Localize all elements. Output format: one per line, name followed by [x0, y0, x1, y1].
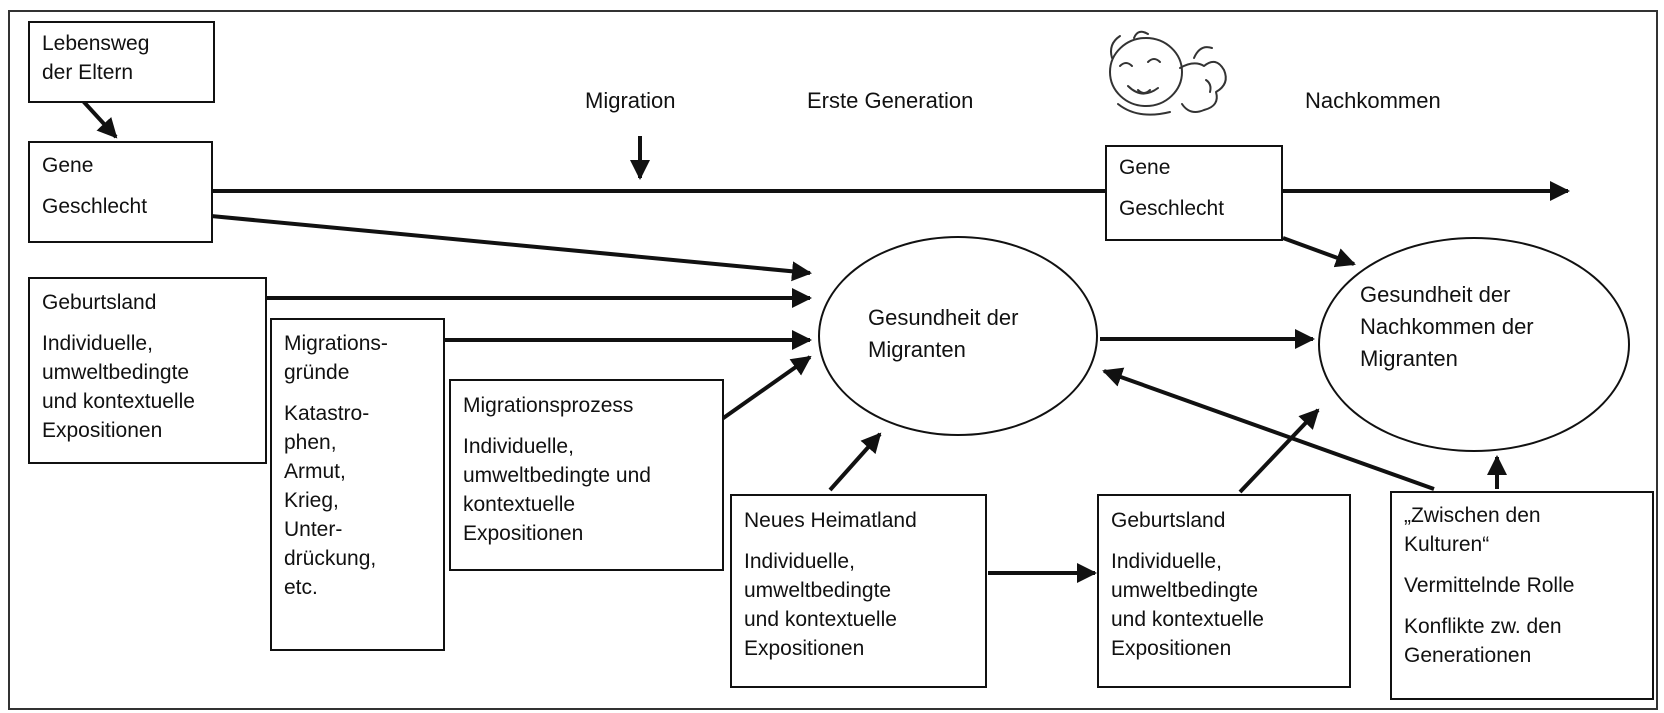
box-parents-life: Lebensweg der Eltern	[28, 21, 215, 103]
process-body3: kontextuelle	[463, 493, 576, 516]
ellipse-health-migrants: Gesundheit der Migranten	[818, 236, 1098, 436]
box-migration-process: Migrationsprozess Individuelle, umweltbe…	[449, 379, 724, 571]
genes-label: Gene	[42, 154, 94, 177]
cultures-conflict2: Generationen	[1404, 644, 1532, 667]
health-desc-line1: Gesundheit der	[1360, 282, 1511, 307]
box-new-homeland: Neues Heimatland Individuelle, umweltbed…	[730, 494, 987, 688]
arrow-cultures-to-health-migrants	[1102, 367, 1435, 491]
reasons-b3: Armut,	[284, 460, 346, 483]
country-of-birth-body2: umweltbedingte	[42, 361, 190, 384]
cultures-conflict1: Konflikte zw. den	[1404, 615, 1562, 638]
homeland-body1: Individuelle,	[744, 550, 855, 573]
box-country-of-birth-descendants: Geburtsland Individuelle, umweltbedingte…	[1097, 494, 1351, 688]
box-genes-sex-descendants: Gene Geschlecht	[1105, 145, 1283, 241]
arrow-process-to-health	[720, 355, 812, 421]
box-between-cultures: „Zwischen den Kulturen“ Vermittelnde Rol…	[1390, 491, 1654, 700]
country-of-birth-title: Geburtsland	[42, 291, 157, 314]
homeland-body3: und kontextuelle	[744, 608, 897, 631]
cultures-mediating: Vermittelnde Rolle	[1404, 574, 1575, 597]
baby-illustration-icon	[1109, 30, 1227, 116]
process-body2: umweltbedingte und	[463, 464, 651, 487]
sex-desc-label: Geschlecht	[1119, 197, 1225, 220]
genes-desc-label: Gene	[1119, 156, 1171, 179]
reasons-b4: Krieg,	[284, 489, 339, 512]
box-migration-reasons: Migrations- gründe Katastro- phen, Armut…	[270, 318, 445, 651]
process-body4: Expositionen	[463, 522, 584, 545]
birth-desc-body3: und kontextuelle	[1111, 608, 1264, 631]
country-of-birth-body1: Individuelle,	[42, 332, 153, 355]
process-title: Migrationsprozess	[463, 394, 634, 417]
reasons-b2: phen,	[284, 431, 337, 454]
label-descendants: Nachkommen	[1305, 88, 1441, 113]
reasons-title2: gründe	[284, 361, 350, 384]
sex-label: Geschlecht	[42, 195, 148, 218]
reasons-b5: Unter-	[284, 518, 343, 541]
birth-desc-body4: Expositionen	[1111, 637, 1232, 660]
arrow-parents-to-genes	[81, 99, 118, 139]
cultures-title1: „Zwischen den	[1404, 504, 1541, 527]
label-first-generation: Erste Generation	[807, 88, 974, 113]
cultures-title2: Kulturen“	[1404, 533, 1490, 556]
box-country-of-birth: Geburtsland Individuelle, umweltbedingte…	[28, 277, 267, 464]
arrow-birthdesc-to-health-desc	[1238, 408, 1320, 494]
health-desc-line3: Migranten	[1360, 346, 1458, 371]
birth-desc-title: Geburtsland	[1111, 509, 1226, 532]
arrow-genes-to-health	[210, 214, 812, 282]
parents-life-line1: Lebensweg	[42, 32, 150, 55]
diagram-frame	[8, 10, 1658, 710]
health-migrants-line1: Gesundheit der	[868, 305, 1019, 330]
birth-desc-body1: Individuelle,	[1111, 550, 1222, 573]
country-of-birth-body3: und kontextuelle	[42, 390, 195, 413]
health-desc-line2: Nachkommen der	[1360, 314, 1534, 339]
parents-life-line2: der Eltern	[42, 61, 134, 84]
reasons-title1: Migrations-	[284, 332, 388, 355]
box-genes-sex: Gene Geschlecht	[28, 141, 213, 243]
label-migration: Migration	[585, 88, 676, 113]
process-body1: Individuelle,	[463, 435, 574, 458]
reasons-b6: drückung,	[284, 547, 377, 570]
reasons-b1: Katastro-	[284, 402, 370, 425]
ellipse-health-descendants: Gesundheit der Nachkommen der Migranten	[1318, 237, 1630, 452]
homeland-body2: umweltbedingte	[744, 579, 892, 602]
arrow-homeland-to-health	[828, 432, 882, 492]
reasons-b7: etc.	[284, 576, 318, 599]
arrow-genes-desc-to-health	[1282, 236, 1356, 268]
health-migrants-line2: Migranten	[868, 337, 966, 362]
homeland-title: Neues Heimatland	[744, 509, 917, 532]
birth-desc-body2: umweltbedingte	[1111, 579, 1259, 602]
homeland-body4: Expositionen	[744, 637, 865, 660]
country-of-birth-body4: Expositionen	[42, 419, 163, 442]
